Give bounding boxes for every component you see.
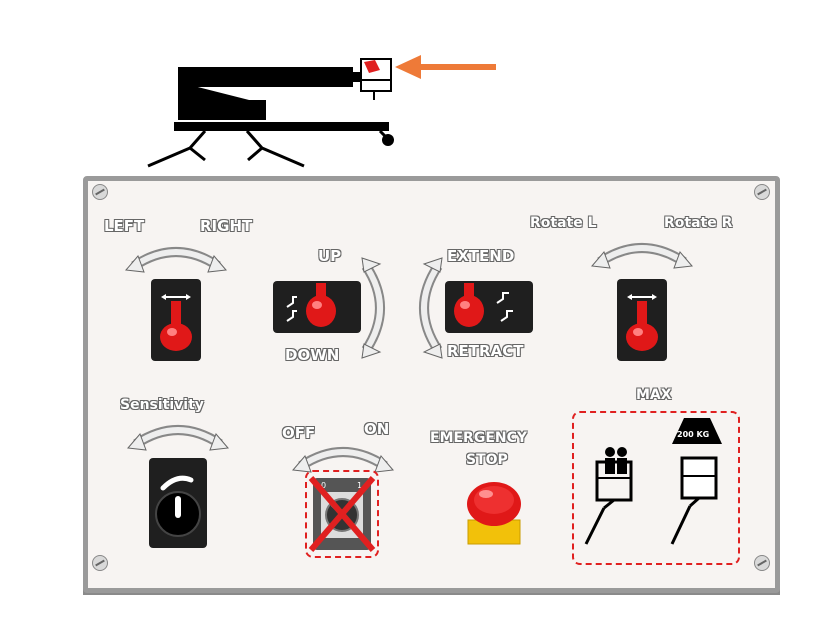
weight-load-icon [670, 418, 722, 545]
disabled-cross-icon [308, 476, 376, 552]
sensitivity-knob[interactable] [149, 458, 207, 548]
label-max: MAX [636, 387, 672, 404]
label-left: LEFT [104, 217, 145, 236]
selector-0-label: 0 [321, 481, 327, 490]
label-rotate-r: Rotate R [664, 215, 733, 232]
knob-icon [155, 475, 201, 537]
screw-top-left [92, 184, 108, 200]
label-up: UP [318, 247, 342, 266]
weight-label: 200 KG [677, 430, 710, 439]
people-load-icon [584, 447, 633, 545]
label-extend: EXTEND [447, 247, 515, 266]
screw-top-right [754, 184, 770, 200]
crane-icon [147, 58, 394, 168]
toggle-lever-icon [626, 294, 658, 351]
extend-retract-toggle[interactable] [445, 281, 533, 333]
label-rotate-l: Rotate L [530, 215, 597, 232]
toggle-lever-icon [160, 294, 192, 351]
vertical-double-arrow-icon [361, 257, 385, 359]
off-on-selector-highlight [305, 470, 379, 558]
label-retract: RETRACT [447, 342, 524, 361]
label-sensitivity: Sensitivity [120, 397, 205, 414]
label-emergency: EMERGENCY [430, 430, 528, 447]
pointer-arrow-icon [395, 55, 496, 79]
label-down: DOWN [285, 346, 340, 365]
label-off: OFF [282, 424, 316, 443]
toggle-lever-icon [286, 283, 336, 327]
up-down-toggle[interactable] [273, 281, 361, 333]
curved-double-arrow-icon [127, 425, 229, 451]
curved-double-arrow-icon [125, 247, 227, 273]
screw-bottom-right [754, 555, 770, 571]
label-right: RIGHT [200, 217, 253, 236]
rotate-toggle[interactable] [617, 279, 667, 361]
label-on: ON [364, 420, 390, 439]
emergency-stop-button[interactable] [462, 482, 526, 546]
label-stop: STOP [466, 452, 508, 469]
curved-double-arrow-icon [591, 243, 693, 269]
curved-double-arrow-icon [292, 447, 394, 473]
max-load-box [572, 411, 740, 565]
toggle-lever-icon [454, 283, 513, 327]
vertical-double-arrow-icon [419, 257, 443, 359]
screw-bottom-left [92, 555, 108, 571]
selector-1-label: 1 [357, 481, 363, 490]
left-right-toggle[interactable] [151, 279, 201, 361]
